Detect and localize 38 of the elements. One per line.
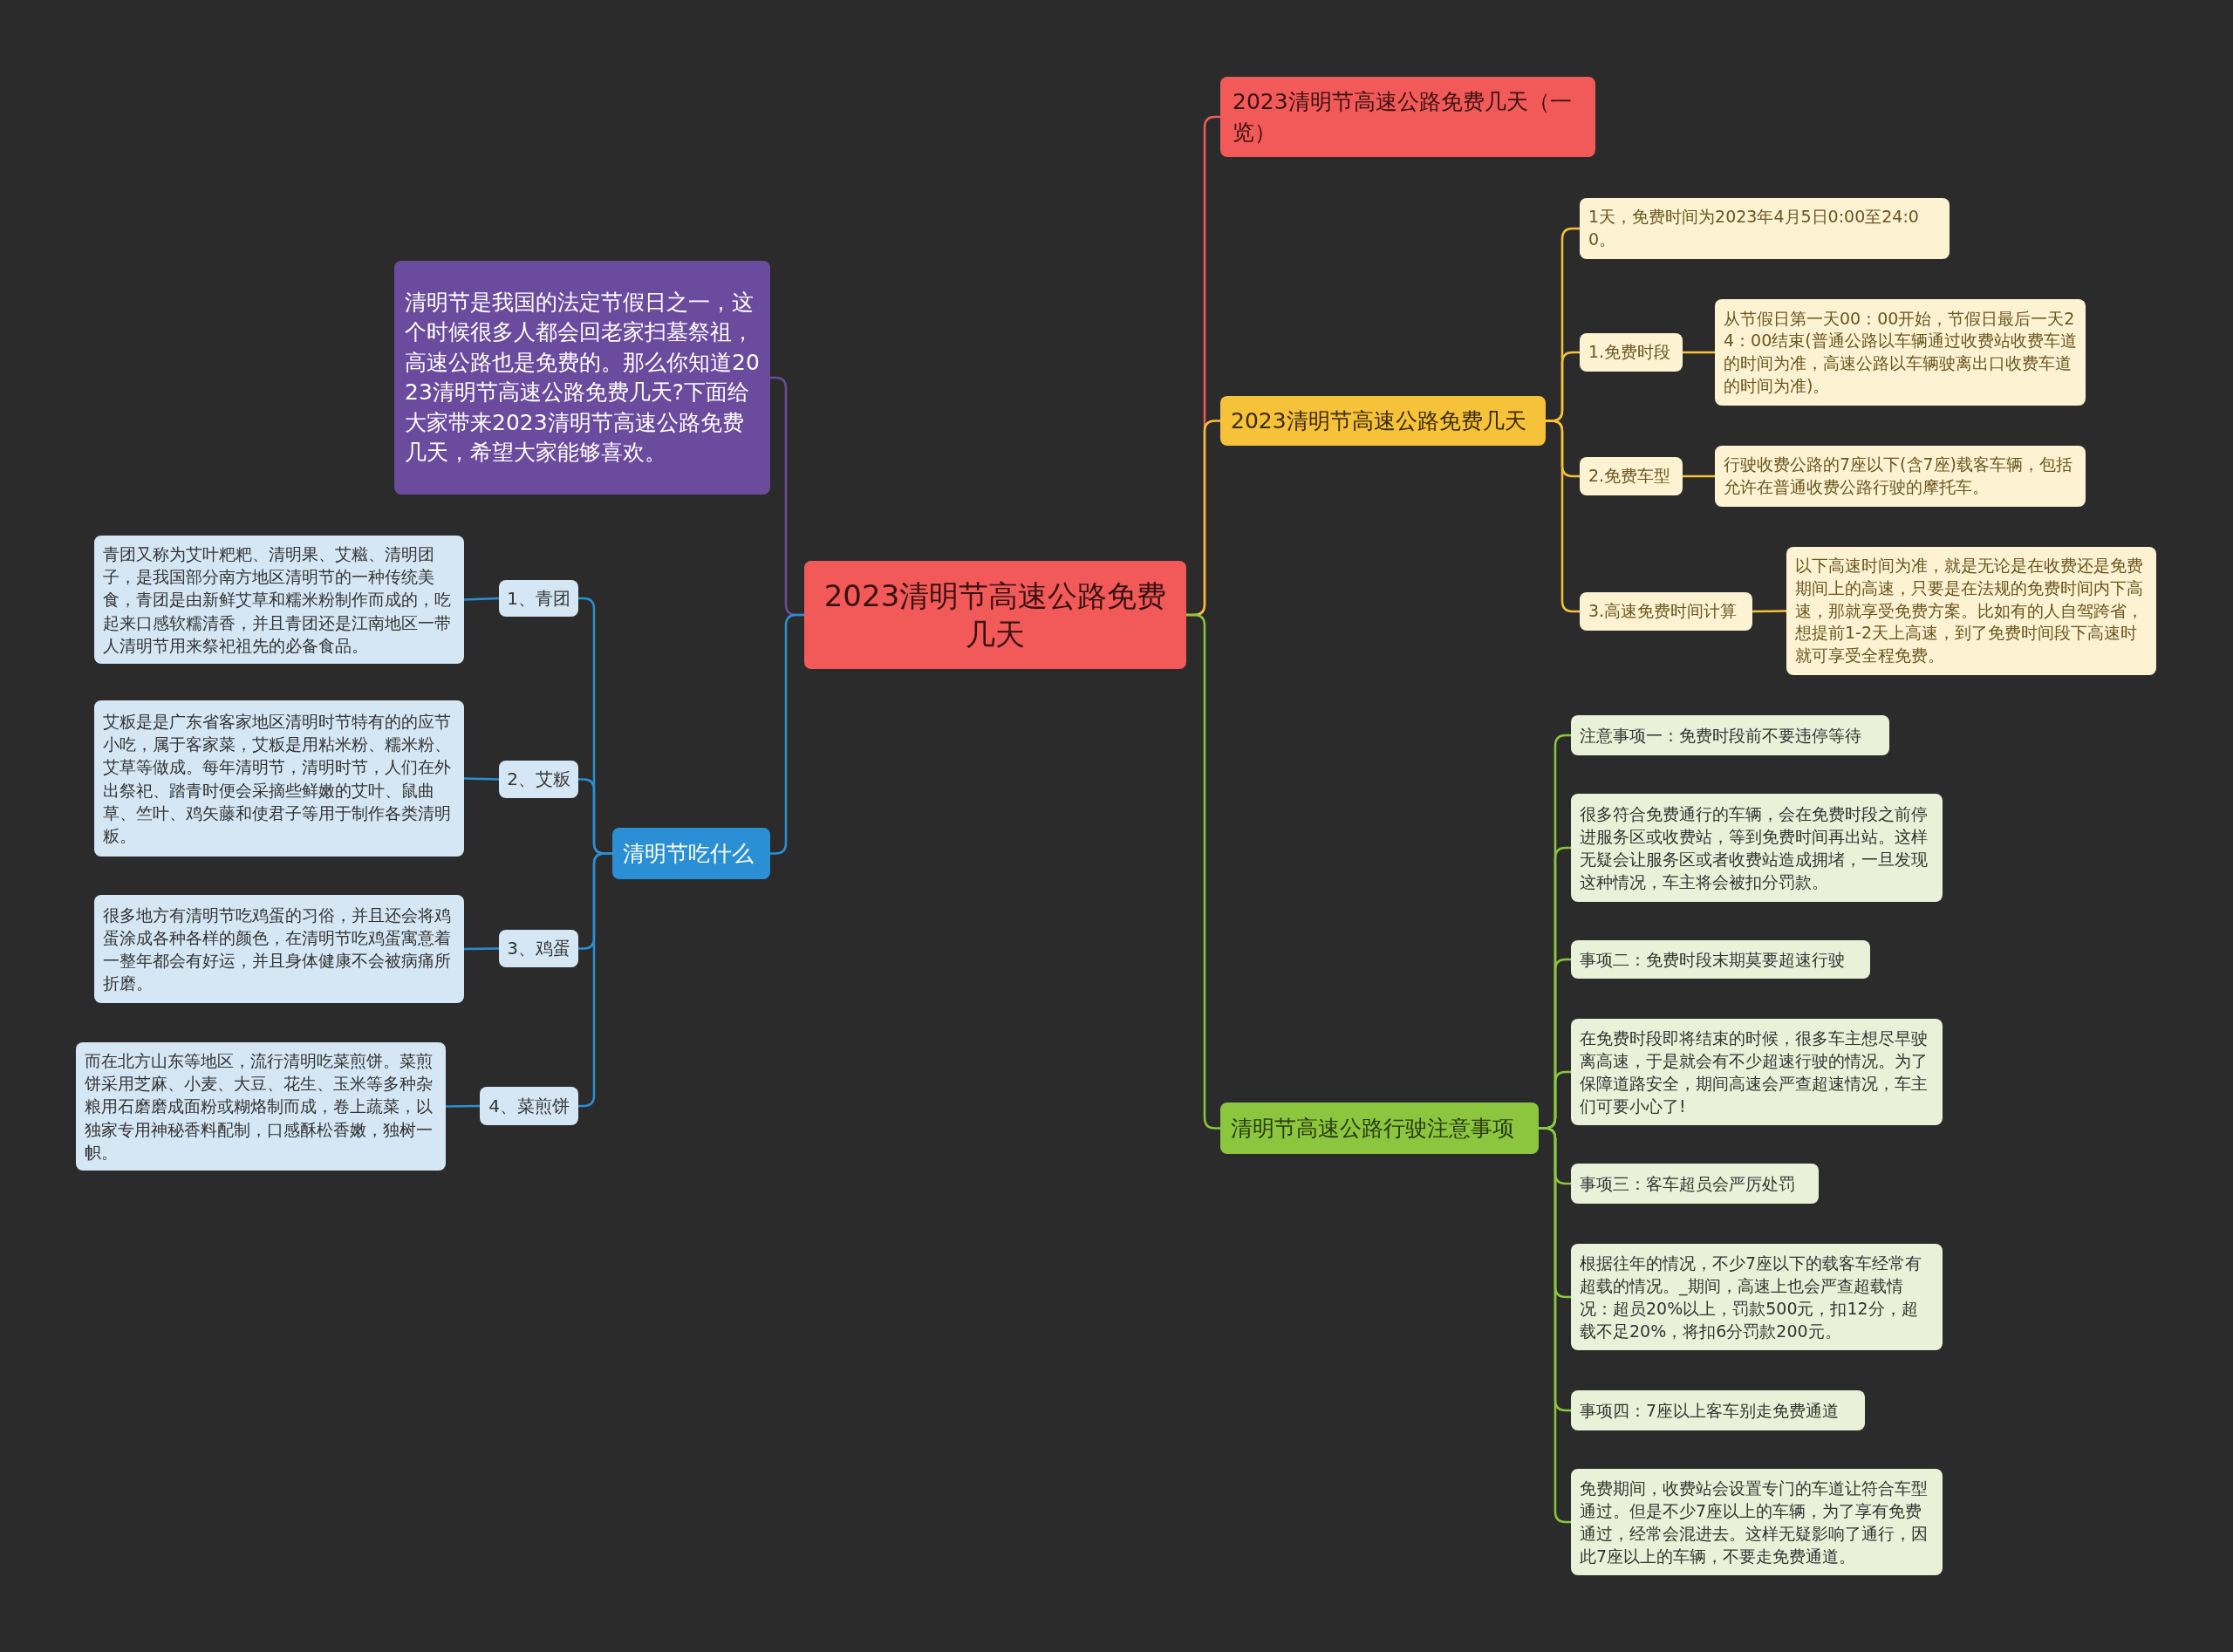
subtopic-tag: 3.高速免费时间计算: [1580, 592, 1752, 631]
connector-line: [446, 1104, 480, 1108]
subtopic-tag: 1.免费时段: [1580, 333, 1683, 372]
subtopic-tag: 4、菜煎饼: [480, 1087, 578, 1125]
note-card: 1天，免费时间为2023年4月5日0:00至24:00。: [1580, 198, 1950, 259]
note-card: 注意事项一：免费时段前不要违停等待: [1571, 715, 1889, 755]
note-card: 很多符合免费通行的车辆，会在免费时段之前停进服务区或收费站，等到免费时间再出站。这样无疑会让服务区或者收费站造成拥堵，一旦发现这种情况，车主将会被扣分罚款。: [1571, 794, 1943, 902]
central-topic: 2023清明节高速公路免费几天: [804, 561, 1186, 669]
subtopic-tag: 2、艾粄: [499, 761, 578, 798]
note-card: 事项四：7座以上客车别走免费通道: [1571, 1390, 1865, 1430]
note-card: 青团又称为艾叶粑粑、清明果、艾糍、清明团子，是我国部分南方地区清明节的一种传统美食，青团是由新鲜艾草和糯米粉制作而成的，吃起来口感软糯清香，并且青团还是江南地区一带人清明节用来祭祀祖先的必备食品。: [94, 536, 464, 665]
branch-topic: 2023清明节高速公路免费几天: [1220, 396, 1546, 446]
subtopic-tag: 3、鸡蛋: [499, 930, 578, 967]
connector-line: [464, 947, 499, 951]
note-card: 以下高速时间为准，就是无论是在收费还是免费期间上的高速，只要是在法规的免费时间内下高速，那就享受免费方案。比如有的人自驾跨省，想提前1-2天上高速，到了免费时间段下高速时就可享受全程免费。: [1786, 547, 2156, 675]
note-card: 很多地方有清明节吃鸡蛋的习俗，并且还会将鸡蛋涂成各种各样的颜色，在清明节吃鸡蛋寓意着一整年都会有好运，并且身体健康不会被病痛所折磨。: [94, 895, 464, 1003]
subtopic-tag: 1、青团: [499, 580, 578, 617]
note-card: 免费期间，收费站会设置专门的车道让符合车型通过。但是不少7座以上的车辆，为了享有免费通过，经常会混进去。这样无疑影响了通行，因此7座以上的车辆，不要走免费通道。: [1571, 1469, 1943, 1575]
connector-line: [1752, 610, 1786, 613]
note-card: 行驶收费公路的7座以下(含7座)载客车辆，包括允许在普通收费公路行驶的摩托车。: [1715, 446, 2086, 507]
connector-line: [1683, 351, 1715, 354]
note-card: 事项三：客车超员会严厉处罚: [1571, 1164, 1819, 1204]
branch-topic: 清明节高速公路行驶注意事项: [1220, 1102, 1539, 1154]
note-card: 艾粄是是广东省客家地区清明时节特有的的应节小吃，属于客家菜，艾粄是用粘米粉、糯米粉、艾草等做成。每年清明节，清明时节，人们在外出祭祀、踏青时便会采摘些鲜嫩的艾叶、鼠曲草、竺叶、鸡矢藤和使君子等用于制作各类清明粄。: [94, 700, 464, 857]
note-card: 在免费时段即将结束的时候，很多车主想尽早驶离高速，于是就会有不少超速行驶的情况。为了保障道路安全，期间高速会严查超速情况，车主们可要小心了!: [1571, 1019, 1943, 1125]
branch-topic: 清明节吃什么: [612, 828, 770, 879]
note-card: 事项二：免费时段末期莫要超速行驶: [1571, 940, 1870, 979]
intro-card: 清明节是我国的法定节假日之一，这个时候很多人都会回老家扫墓祭祖，高速公路也是免费的。那么你知道2023清明节高速公路免费几天?下面给大家带来2023清明节高速公路免费几天，希望大家能够喜欢。: [394, 261, 770, 495]
note-card: 而在北方山东等地区，流行清明吃菜煎饼。菜煎饼采用芝麻、小麦、大豆、花生、玉米等多种杂粮用石磨磨成面粉或糊烙制而成，卷上蔬菜，以独家专用神秘香料配制，口感酥松香嫩，独树一帜。: [76, 1042, 446, 1171]
connector-line: [1546, 420, 1580, 613]
connector-line: [1539, 1127, 1571, 1524]
branch-topic: 2023清明节高速公路免费几天（一览）: [1220, 77, 1595, 157]
subtopic-tag: 2.免费车型: [1580, 457, 1683, 495]
note-card: 根据往年的情况，不少7座以下的载客车经常有超载的情况。_期间，高速上也会严查超载情况：超员20%以上，罚款500元，扣12分，超载不足20%，将扣6分罚款200元。: [1571, 1244, 1943, 1350]
connector-line: [463, 597, 500, 601]
connector-line: [1683, 474, 1715, 478]
connector-line: [463, 777, 500, 781]
note-card: 从节假日第一天00：00开始，节假日最后一天24：00结束(普通公路以车辆通过收费站收费车道的时间为准，高速公路以车辆驶离出口收费车道的时间为准)。: [1715, 299, 2086, 406]
